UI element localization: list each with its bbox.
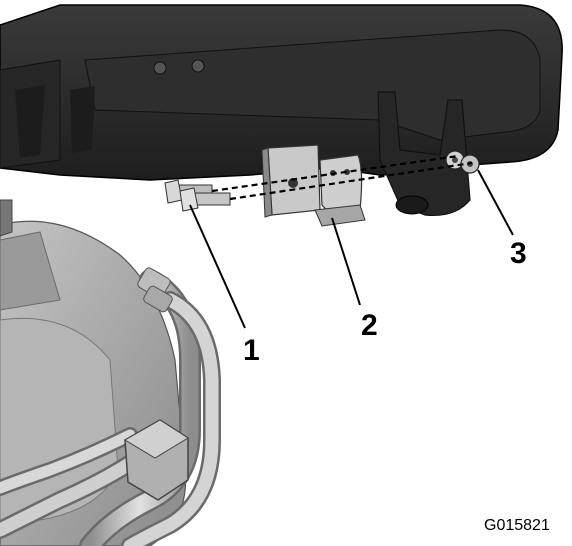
tube-fitting [137, 267, 173, 313]
leader-line-3 [477, 169, 514, 236]
bolts-part-1 [164, 179, 231, 212]
alignment-lines [211, 154, 473, 201]
callout-3: 3 [510, 237, 527, 270]
leader-line-2 [331, 217, 361, 306]
frame-handle [0, 4, 563, 217]
callout-1: 1 [243, 334, 260, 367]
callout-2: 2 [361, 309, 378, 342]
leader-lines [189, 169, 514, 329]
figure-id: G015821 [484, 517, 550, 534]
tube-clamp [124, 419, 189, 501]
leader-line-1 [189, 204, 246, 329]
